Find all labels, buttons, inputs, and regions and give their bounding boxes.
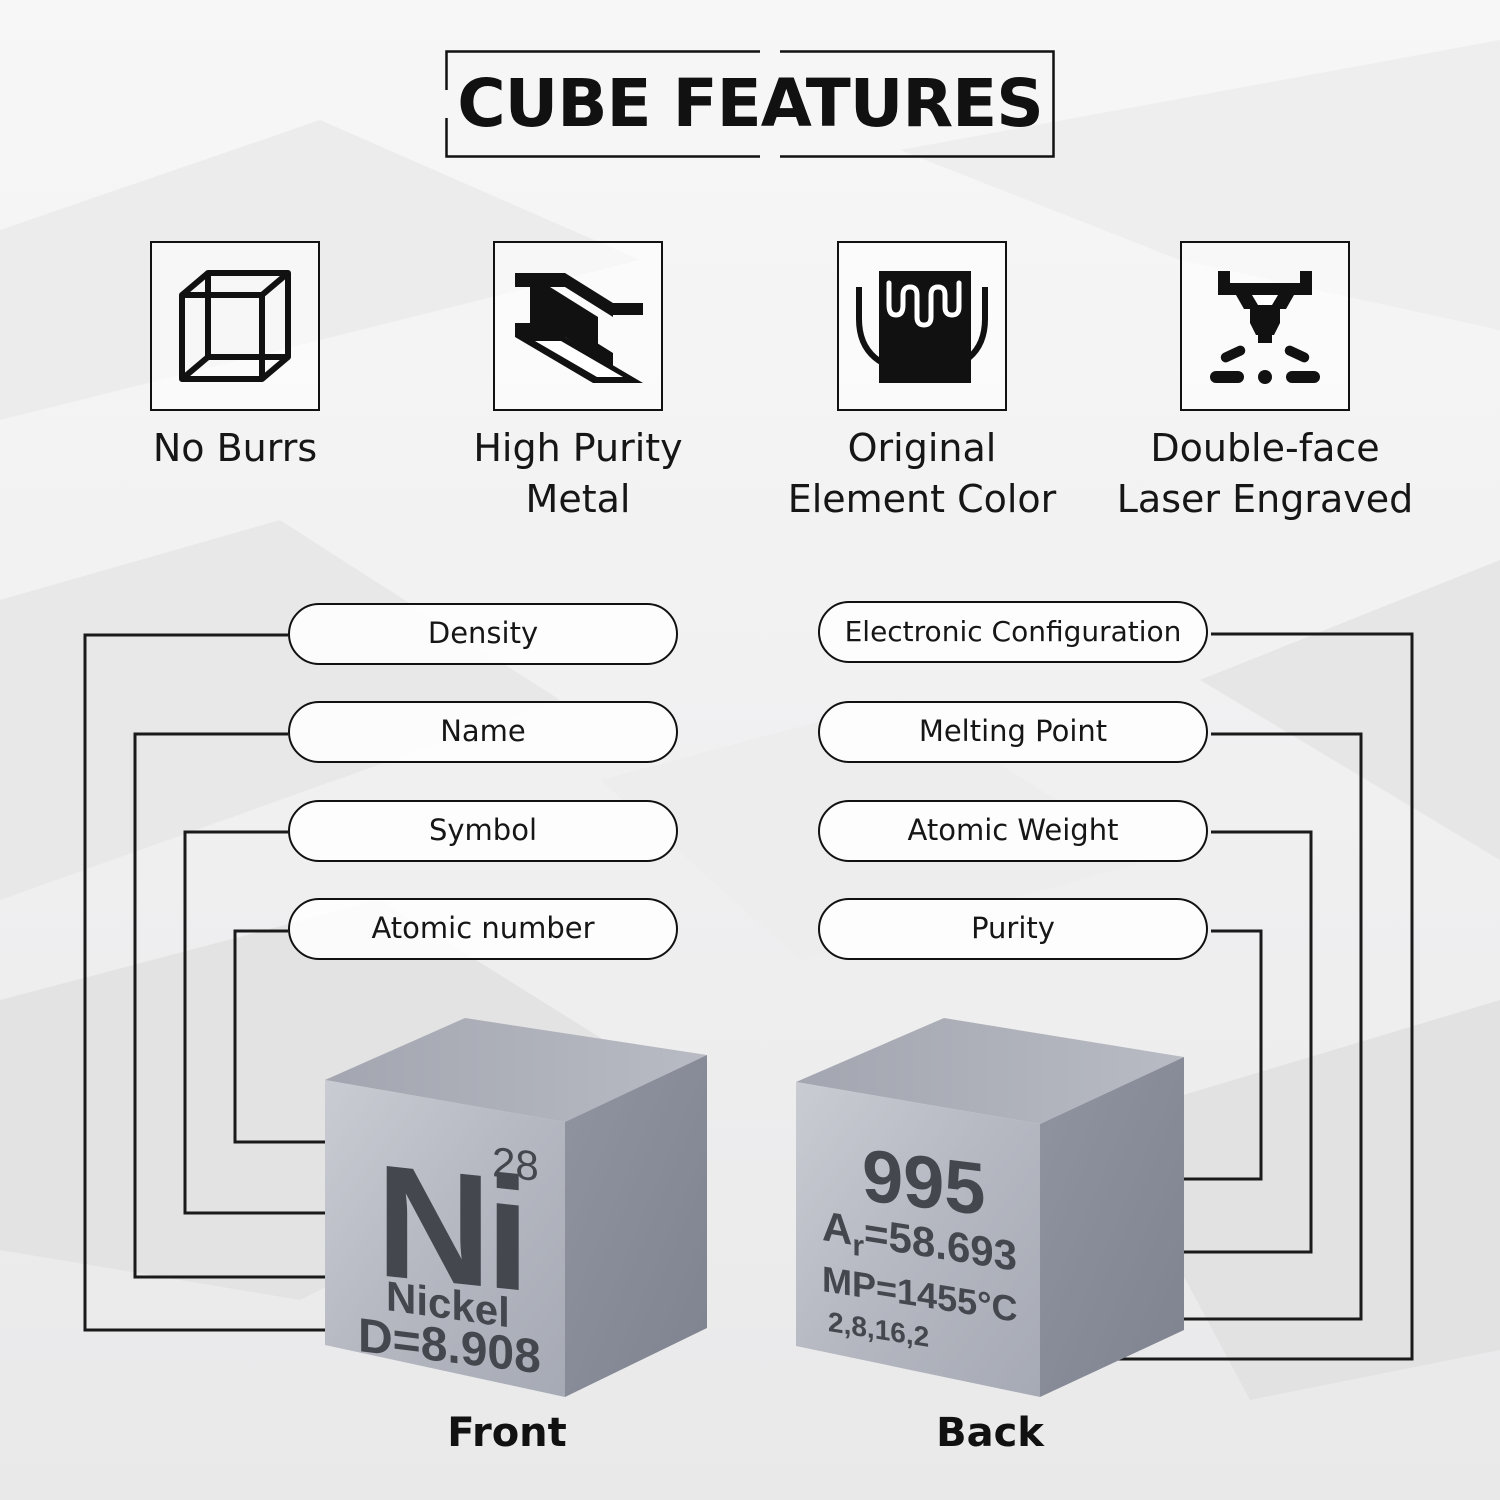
page-title: CUBE FEATURES	[457, 65, 1044, 142]
atomic-weight-prefix: A	[822, 1202, 853, 1254]
laser-icon	[1180, 241, 1350, 411]
front-caption: Front	[447, 1410, 567, 1456]
feature-label-line1: High Purity	[473, 426, 683, 470]
label-density: Density	[288, 603, 678, 665]
title-frame: CUBE FEATURES	[445, 50, 1055, 158]
feature-label-line2: Metal	[525, 477, 631, 521]
feature-label-line1: No Burrs	[152, 426, 318, 470]
feature-label-line1: Double-face	[1150, 426, 1380, 470]
label-purity: Purity	[818, 898, 1208, 960]
label-atomic-number: Atomic number	[288, 898, 678, 960]
feature-label-line2: Laser Engraved	[1116, 477, 1414, 521]
label-name: Name	[288, 701, 678, 763]
feature-label-line2: Element Color	[787, 477, 1057, 521]
feature-label-line1: Original	[847, 426, 997, 470]
label-symbol: Symbol	[288, 800, 678, 862]
label-electronic-configuration: Electronic Configuration	[818, 601, 1208, 663]
back-caption: Back	[936, 1410, 1044, 1456]
label-atomic-weight: Atomic Weight	[818, 800, 1208, 862]
i-beam-icon	[493, 241, 663, 411]
cube-icon	[150, 241, 320, 411]
crucible-icon	[837, 241, 1007, 411]
label-melting-point: Melting Point	[818, 701, 1208, 763]
atomic-weight-subscript: r	[852, 1228, 865, 1264]
